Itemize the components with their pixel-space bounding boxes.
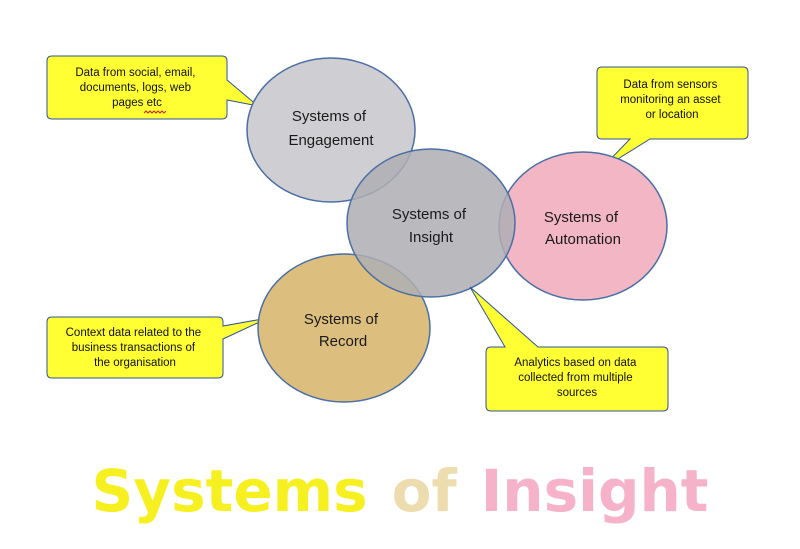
callout-automation-line-1: Data from sensors: [623, 79, 717, 91]
callout-engagement-line-1: Data from social, email,: [75, 67, 195, 79]
circle-automation-line-1: Systems of: [544, 209, 619, 226]
circle-automation: Systems of Automation: [498, 151, 668, 301]
callout-engagement-shape: [46, 55, 260, 120]
circle-record-line-2: Record: [319, 333, 367, 350]
callout-engagement: Data from social, email, documents, logs…: [46, 55, 260, 120]
circle-insight-label: Systems of Insight: [392, 206, 470, 246]
title-word-of: of: [391, 457, 457, 525]
circle-insight-line-2: Insight: [409, 229, 454, 246]
title-word-insight: Insight: [480, 457, 709, 525]
callout-automation-text: Data from sensors monitoring an asset or…: [620, 79, 724, 121]
callout-automation-shape: [596, 66, 749, 171]
callout-record: Context data related to the business tra…: [46, 316, 269, 379]
circle-record-line-1: Systems of: [304, 311, 379, 328]
callout-record-line-2: business transactions of: [72, 342, 196, 354]
circle-record-label: Systems of Record: [304, 311, 382, 350]
title-word-systems: Systems: [91, 457, 368, 525]
spell-check-underline: [143, 110, 167, 114]
circle-automation-shape: [498, 151, 668, 301]
circle-automation-line-2: Automation: [545, 231, 621, 248]
circle-insight-shape: [346, 148, 516, 298]
callout-record-text: Context data related to the business tra…: [66, 327, 205, 369]
callout-engagement-line-2: documents, logs, web: [80, 82, 191, 94]
callout-record-line-1: Context data related to the: [66, 327, 202, 339]
callout-automation: Data from sensors monitoring an asset or…: [596, 66, 749, 171]
callout-engagement-line-3: pages etc: [112, 97, 162, 109]
circle-record: Systems of Record: [257, 253, 431, 403]
callout-insight-shape: [469, 286, 669, 412]
callout-insight-text: Analytics based on data collected from m…: [514, 357, 639, 399]
page-title: Systems of Insight: [0, 446, 800, 536]
callout-insight: Analytics based on data collected from m…: [469, 286, 669, 412]
callout-insight-line-3: sources: [557, 387, 598, 399]
callout-automation-line-2: monitoring an asset: [620, 94, 721, 106]
circle-engagement-line-1: Systems of: [292, 108, 367, 125]
callout-insight-line-2: collected from multiple: [518, 372, 632, 384]
circle-insight-line-1: Systems of: [392, 206, 467, 223]
circle-insight: Systems of Insight: [346, 148, 516, 298]
circle-record-shape: [257, 253, 431, 403]
callout-insight-line-1: Analytics based on data: [514, 357, 637, 369]
callout-record-line-3: the organisation: [94, 357, 176, 369]
circle-engagement-line-2: Engagement: [288, 132, 374, 149]
callout-automation-line-3: or location: [645, 109, 698, 121]
circle-engagement-label: Systems of Engagement: [288, 108, 374, 149]
callout-record-shape: [46, 316, 269, 379]
circle-engagement: Systems of Engagement: [246, 57, 416, 203]
circle-engagement-shape: [246, 57, 416, 203]
callout-engagement-text: Data from social, email, documents, logs…: [75, 67, 198, 109]
circle-automation-label: Systems of Automation: [544, 209, 622, 248]
